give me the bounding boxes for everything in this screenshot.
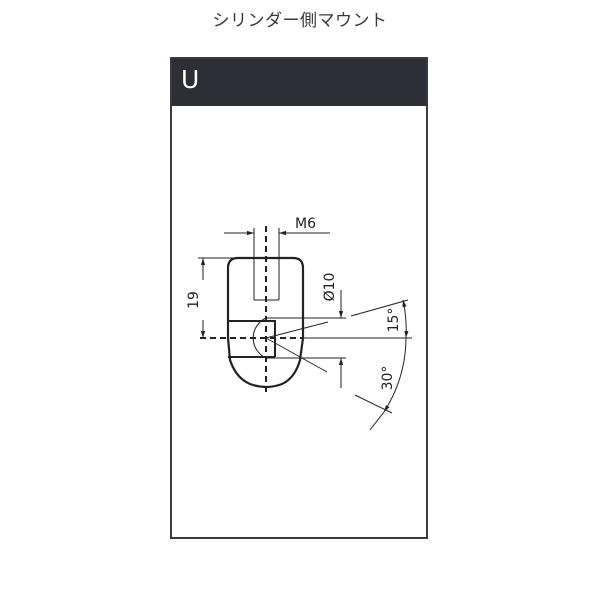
mount-type-card: U — [170, 57, 428, 539]
diameter-dimension-label: Ø10 — [322, 273, 338, 302]
card-header: U — [172, 59, 426, 106]
cross-hole — [228, 320, 276, 358]
angle-15-label: 15° — [386, 308, 402, 333]
centerlines — [200, 226, 303, 392]
mount-body-outline — [226, 256, 305, 389]
angle-30-label: 30° — [380, 366, 396, 391]
m6-dimension — [224, 228, 330, 258]
page-title: シリンダー側マウント — [212, 11, 388, 31]
thread-dimension-label: M6 — [295, 216, 316, 232]
mount-type-letter: U — [181, 65, 200, 94]
height-dimension — [198, 257, 235, 338]
diameter-dimension — [266, 290, 346, 388]
angle-arc — [369, 299, 409, 431]
height-dimension-label: 19 — [186, 291, 202, 309]
